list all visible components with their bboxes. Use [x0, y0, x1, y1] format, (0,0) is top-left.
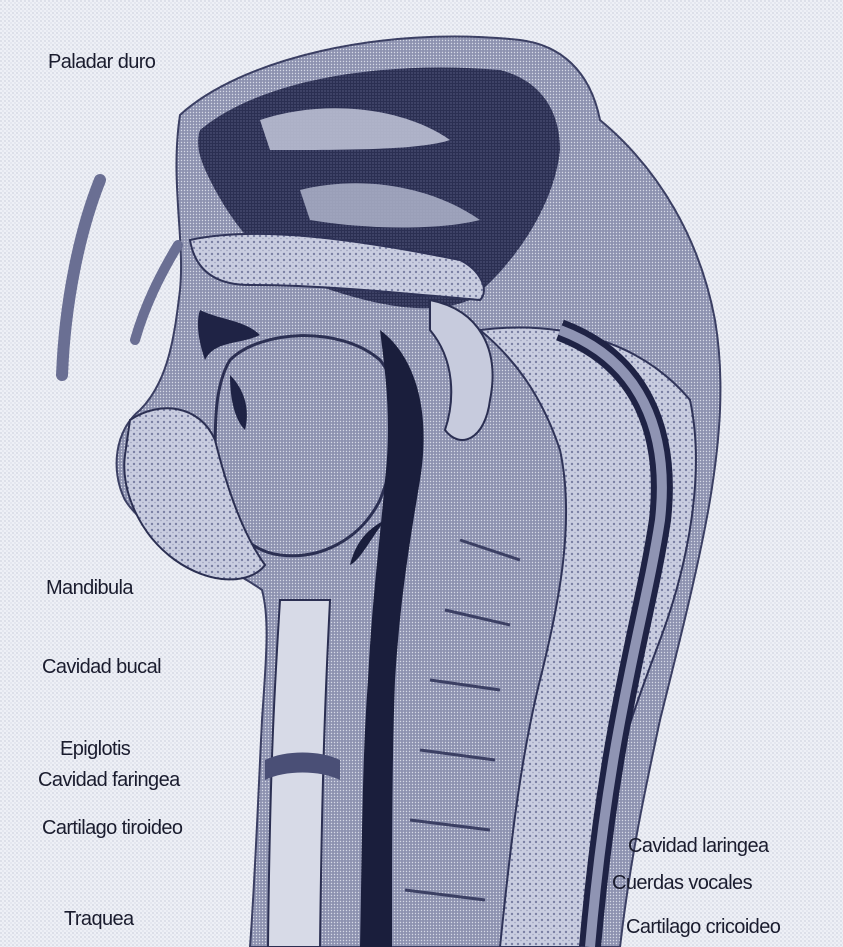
label-cavidad-bucal: Cavidad bucal: [42, 657, 161, 677]
label-traquea: Traquea: [64, 909, 134, 929]
label-cavidad-faringea: Cavidad faringea: [38, 770, 180, 790]
label-cartilago-tiroideo: Cartilago tiroideo: [42, 818, 182, 838]
label-mandibula: Mandibula: [46, 578, 133, 598]
label-epiglotis: Epiglotis: [60, 739, 130, 759]
label-cavidad-laringea: Cavidad laringea: [628, 836, 769, 856]
label-cuerdas-vocales: Cuerdas vocales: [612, 873, 752, 893]
label-cartilago-cricoideo: Cartilago cricoideo: [626, 917, 780, 937]
label-paladar-duro: Paladar duro: [48, 52, 155, 72]
